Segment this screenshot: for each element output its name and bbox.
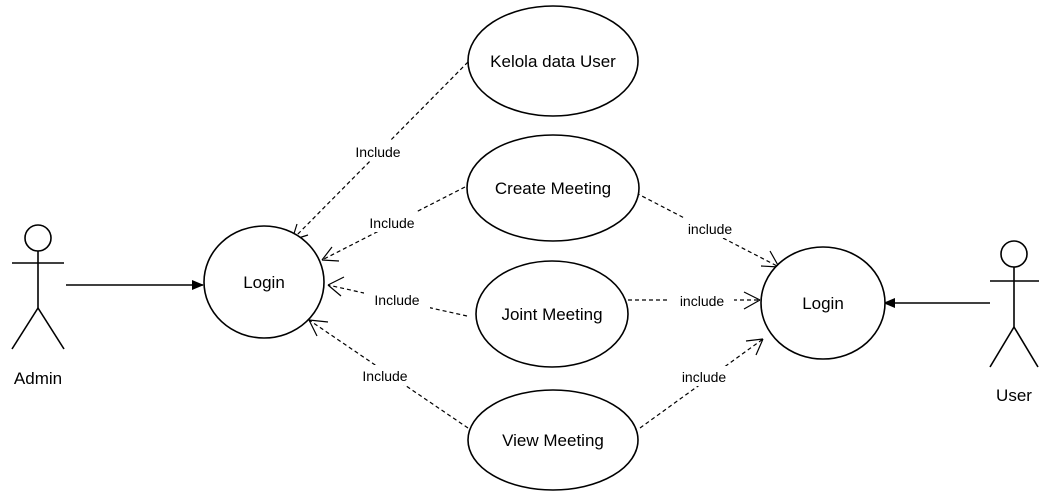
svg-text:Kelola data User: Kelola data User xyxy=(490,52,616,71)
svg-text:Login: Login xyxy=(243,273,285,292)
svg-text:Include: Include xyxy=(374,292,419,308)
use-case-create-meeting: Create Meeting xyxy=(466,134,640,242)
edge-label-joint-user: include xyxy=(670,290,734,310)
svg-text:Include: Include xyxy=(355,144,400,160)
svg-text:Create Meeting: Create Meeting xyxy=(495,179,611,198)
svg-text:include: include xyxy=(680,293,725,309)
stick-figure-icon xyxy=(989,240,1039,368)
actor-user: User xyxy=(989,240,1039,405)
edge-label-view-user: include xyxy=(672,366,736,386)
use-case-login-user: Login xyxy=(760,246,886,360)
actor-admin: Admin xyxy=(11,224,65,388)
svg-text:include: include xyxy=(682,369,727,385)
use-cases: Login Kelola data User Create Meeting Jo… xyxy=(203,5,886,491)
edge-label-joint: Include xyxy=(364,289,430,309)
edge-label-create: Include xyxy=(359,212,425,232)
svg-text:Include: Include xyxy=(369,215,414,231)
edge-label-kelola: Include xyxy=(345,141,411,161)
use-case-login-admin: Login xyxy=(203,225,325,339)
use-case-view-meeting: View Meeting xyxy=(467,389,639,491)
edge-labels: Include Include Include Include include … xyxy=(345,141,742,386)
include-edge-view xyxy=(308,319,469,429)
svg-text:View Meeting: View Meeting xyxy=(502,431,604,450)
stick-figure-icon xyxy=(11,224,65,350)
association-edges xyxy=(66,280,990,308)
edge-label-create-user: include xyxy=(678,218,742,238)
svg-text:include: include xyxy=(688,221,733,237)
use-case-kelola-data-user: Kelola data User xyxy=(467,5,639,117)
include-edge-view-user xyxy=(639,338,764,429)
svg-text:Include: Include xyxy=(362,368,407,384)
actor-label-admin: Admin xyxy=(14,369,62,388)
use-case-joint-meeting: Joint Meeting xyxy=(475,260,629,368)
actor-label-user: User xyxy=(996,386,1032,405)
svg-text:Joint Meeting: Joint Meeting xyxy=(501,305,602,324)
edge-label-view: Include xyxy=(352,365,418,385)
svg-text:Login: Login xyxy=(802,294,844,313)
